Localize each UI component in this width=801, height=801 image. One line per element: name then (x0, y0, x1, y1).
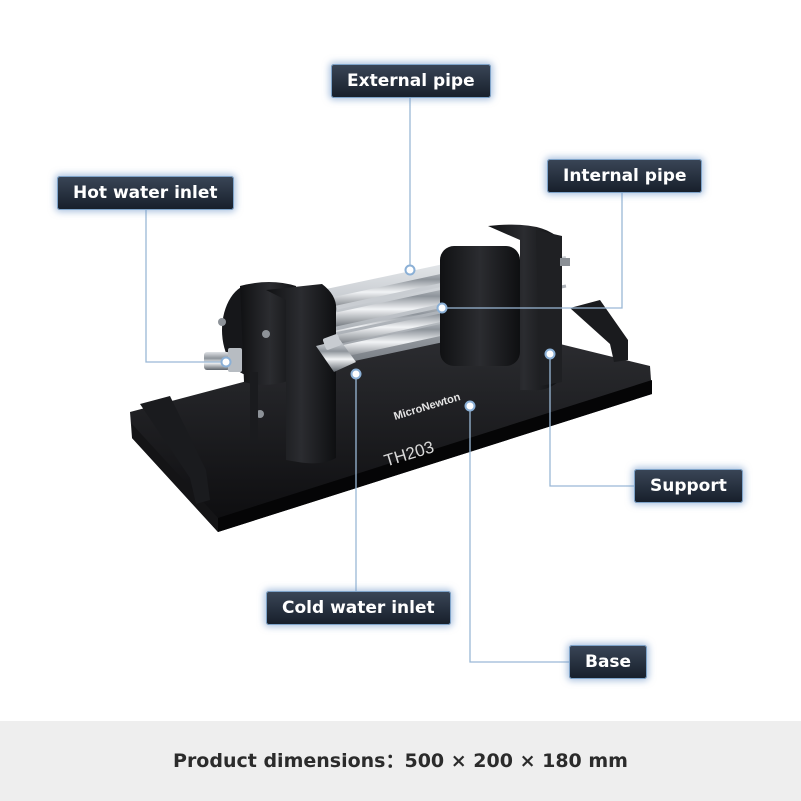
label-cold-water-inlet: Cold water inlet (266, 591, 451, 625)
marker-external-pipe (404, 264, 416, 276)
marker-base (464, 400, 476, 412)
label-hot-water-inlet-text: Hot water inlet (73, 183, 218, 203)
label-internal-pipe: Internal pipe (547, 159, 703, 193)
marker-cold-water-inlet (350, 368, 362, 380)
marker-dots (220, 264, 556, 412)
label-base: Base (569, 645, 648, 679)
marker-hot-water-inlet (220, 356, 232, 368)
leader-lines (145, 98, 634, 663)
leader-hot-water-inlet (145, 210, 226, 363)
dimensions-text: Product dimensions：500 × 200 × 180 mm (173, 750, 628, 772)
left-support-graphic (218, 282, 337, 464)
device-illustration: MicroNewton TH203 (130, 98, 652, 663)
marker-support (544, 348, 556, 360)
label-base-text: Base (585, 652, 632, 672)
label-cold-water-inlet-text: Cold water inlet (282, 598, 435, 618)
label-external-pipe-text: External pipe (347, 71, 475, 91)
cold-water-inlet-fitting (316, 334, 356, 372)
label-support: Support (634, 469, 743, 503)
leader-support (549, 354, 634, 487)
hot-water-inlet-fitting (204, 348, 242, 372)
diagram-stage: MicroNewton TH203 External pipe Internal… (57, 64, 743, 679)
dimensions-footer: Product dimensions：500 × 200 × 180 mm (0, 721, 801, 801)
label-external-pipe: External pipe (331, 64, 491, 98)
label-hot-water-inlet: Hot water inlet (57, 176, 234, 210)
label-internal-pipe-text: Internal pipe (563, 166, 687, 186)
leader-internal-pipe (442, 192, 623, 309)
leader-base (469, 406, 570, 663)
marker-internal-pipe (436, 302, 448, 314)
label-support-text: Support (650, 476, 727, 496)
